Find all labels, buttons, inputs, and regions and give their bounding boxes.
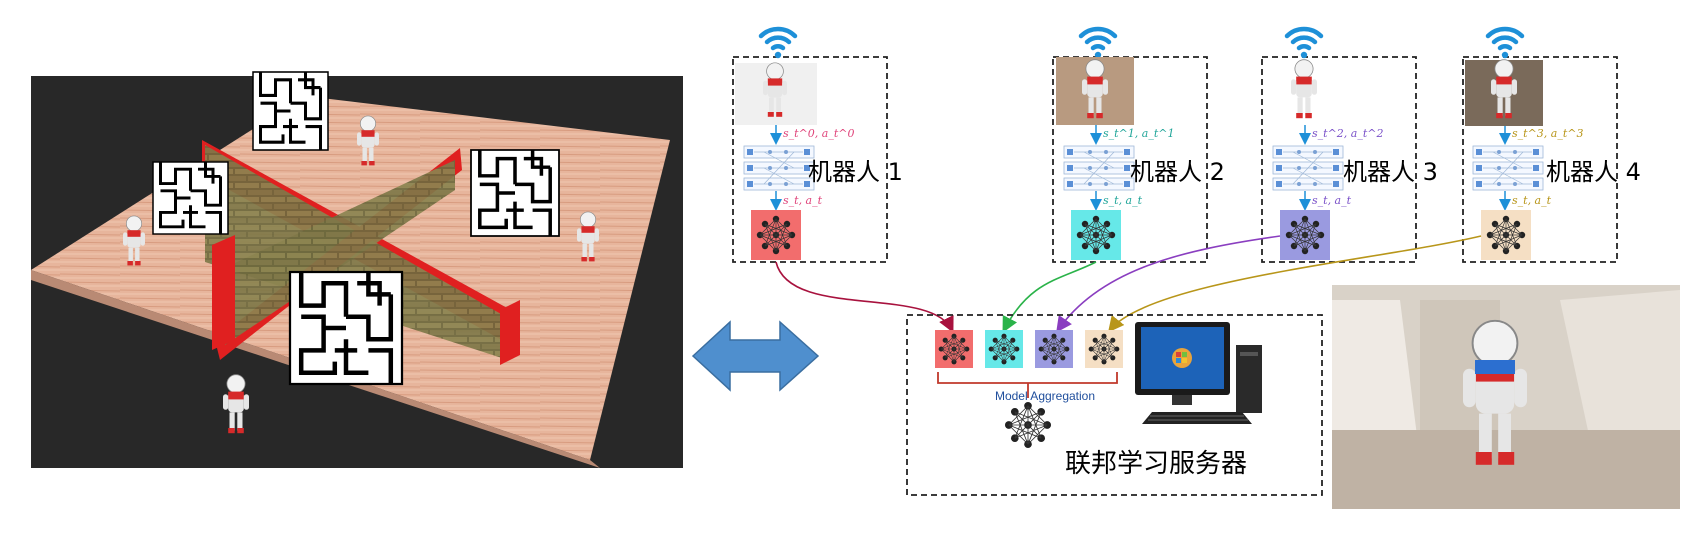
wifi-icon [1488,29,1522,58]
policy-network [743,145,815,191]
server-title: 联邦学习服务器 [1065,449,1247,479]
robot-label-2: 机器人 2 [1130,158,1225,186]
wifi-icon [1287,29,1321,58]
upload-arrow-2 [1002,261,1097,333]
policy-network [1063,145,1135,191]
robot-box-3: s_t^2, a_t^2 s_t, a_t 机器人 3 [1261,29,1438,263]
robot-output-label: s_t, a_t [1312,194,1352,207]
upload-arrow-1 [775,261,954,333]
double-arrow-icon [691,320,820,392]
robot-box-4: s_t^3, a_t^3 s_t, a_t 机器人 4 [1462,29,1641,263]
wall-diagonal-b [220,160,455,345]
robot-input-label: s_t^3, a_t^3 [1512,127,1583,140]
robot-label-1: 机器人 1 [808,158,903,186]
simulation-scene [31,70,683,468]
policy-network [1272,145,1344,191]
desktop-computer-icon [1135,322,1262,424]
robot-input-label: s_t^0, a_t^0 [783,127,854,140]
server-box: Model Aggregation 联邦学习服务器 [906,314,1323,496]
robot-label-3: 机器人 3 [1343,158,1438,186]
robot-input-label: s_t^1, a_t^1 [1103,127,1174,140]
wifi-icon [761,29,795,58]
maze-bottom [290,272,402,384]
robot-input-label: s_t^2, a_t^2 [1312,127,1383,140]
robot-output-label: s_t, a_t [1103,194,1143,207]
robot-box-2: s_t^1, a_t^1 s_t, a_t 机器人 2 [1052,29,1225,263]
wifi-icon [1081,29,1115,58]
real-robot-photo [1332,285,1680,509]
aggregation-label: Model Aggregation [995,389,1095,403]
maze-right [469,148,561,238]
maze-top [251,70,330,152]
robot-output-label: s_t, a_t [1512,194,1552,207]
maze-left [151,160,230,236]
robot-label-4: 机器人 4 [1546,158,1641,186]
robot-output-label: s_t, a_t [783,194,823,207]
upload-arrow-4 [1107,235,1482,333]
policy-network [1472,145,1544,191]
upload-arrow-3 [1056,235,1281,333]
robot-box-1: s_t^0, a_t^0 s_t, a_t 机器人 1 [732,29,903,263]
global-model-icon [1004,401,1052,449]
aggregation-bracket [937,372,1118,398]
